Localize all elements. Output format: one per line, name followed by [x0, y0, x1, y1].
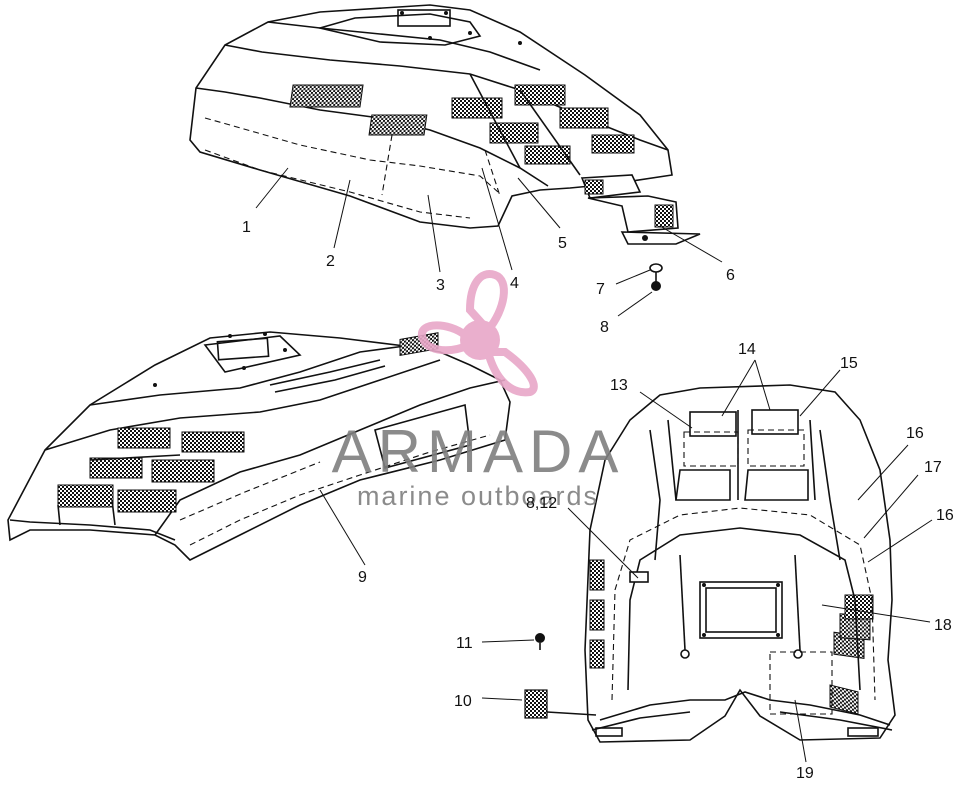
callout-2: 2	[326, 253, 335, 270]
callout-4: 4	[510, 275, 519, 292]
callout-3: 3	[436, 277, 445, 294]
left-cowl-perspective-view	[7, 331, 511, 561]
callout-18: 18	[934, 617, 952, 634]
callout-1: 1	[242, 219, 251, 236]
callout-5: 5	[558, 235, 567, 252]
callout-14: 14	[738, 341, 756, 358]
callout-13: 13	[610, 377, 628, 394]
leader-lines	[255, 167, 933, 763]
callout-labels: 1 2 3 4 5 6 7 8 9 10 11 8,12 13 14 15 16…	[242, 219, 954, 782]
callout-10: 10	[454, 693, 472, 710]
propeller-logo-icon	[418, 270, 538, 397]
callout-11: 11	[456, 635, 473, 652]
armada-watermark: ARMADA marine outboards	[332, 270, 625, 511]
watermark-brand: ARMADA	[332, 418, 625, 485]
callout-19: 19	[796, 765, 814, 780]
callout-8-12: 8,12	[526, 495, 557, 512]
callout-16-bottom: 16	[936, 507, 954, 524]
callout-17: 17	[924, 459, 942, 476]
callout-15: 15	[840, 355, 858, 372]
top-cowl-side-view	[189, 4, 701, 291]
callout-7: 7	[596, 281, 605, 298]
rear-cowl-back-view	[524, 384, 896, 743]
callout-9: 9	[358, 569, 367, 586]
callout-6: 6	[726, 267, 735, 284]
watermark-tagline: marine outboards	[357, 481, 599, 511]
callout-16-top: 16	[906, 425, 924, 442]
callout-8: 8	[600, 319, 609, 336]
